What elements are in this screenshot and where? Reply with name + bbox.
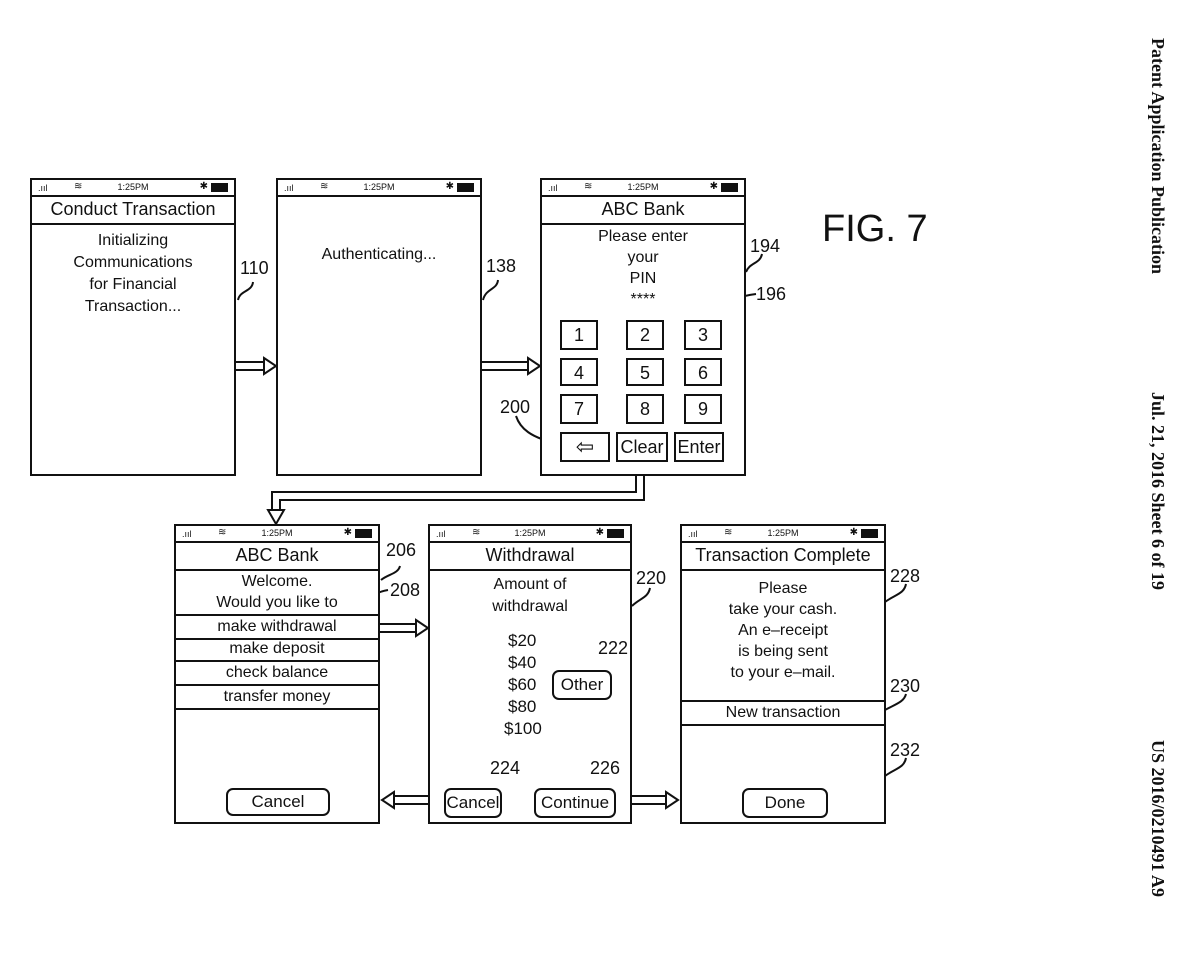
cancel-button[interactable]: Cancel [226,788,330,816]
battery-icon [721,183,738,192]
status-bar: .ııl ≋ 1:25PM ✱ [32,180,234,197]
completion-message: Please take your cash. An e–receipt is b… [728,580,838,681]
bluetooth-icon: ✱ [595,527,604,538]
clock-time: 1:25PM [363,182,395,192]
key-9[interactable]: 9 [684,394,722,424]
clock-time: 1:25PM [767,528,799,538]
battery-icon [211,183,228,192]
wifi-icon: ≋ [584,181,593,192]
screen-title: ABC Bank [542,195,744,225]
signal-icon: .ııl [38,183,48,193]
option-make-withdrawal[interactable]: make withdrawal [176,614,378,640]
battery-icon [607,529,624,538]
clock-time: 1:25PM [117,182,149,192]
screen-pin-entry: .ııl ≋ 1:25PM ✱ ABC Bank Please enter yo… [540,178,746,476]
arrow-206-to-220 [380,623,418,633]
ref-222: 222 [598,638,629,658]
status-bar: .ııl ≋ 1:25PM ✱ [682,526,884,543]
bluetooth-icon: ✱ [849,527,858,538]
ref-226: 226 [590,758,621,778]
option-make-deposit[interactable]: make deposit [176,638,378,662]
ref-228: 228 [890,566,921,586]
arrow-138-to-194 [482,361,530,371]
option-check-balance[interactable]: check balance [176,662,378,686]
key-7[interactable]: 7 [560,394,598,424]
welcome-text: Welcome. Would you like to [216,573,338,611]
status-bar: .ııl ≋ 1:25PM ✱ [542,180,744,197]
screen-withdrawal: .ııl ≋ 1:25PM ✱ Withdrawal Amount of wit… [428,524,632,824]
wifi-icon: ≋ [724,527,733,538]
screen-conduct-transaction: .ııl ≋ 1:25PM ✱ Conduct Transaction Init… [30,178,236,476]
key-3[interactable]: 3 [684,320,722,350]
new-transaction-option[interactable]: New transaction [682,700,884,726]
wifi-icon: ≋ [320,181,329,192]
ref-220: 220 [636,568,667,588]
figure-label: FIG. 7 [822,208,928,250]
clock-time: 1:25PM [627,182,659,192]
screen-authenticating: .ııl ≋ 1:25PM ✱ Authenticating... [276,178,482,476]
amount-100[interactable]: $100 [504,719,542,738]
key-5[interactable]: 5 [626,358,664,386]
done-button[interactable]: Done [742,788,828,818]
status-bar: .ııl ≋ 1:25PM ✱ [278,180,480,197]
clock-time: 1:25PM [514,528,546,538]
option-transfer-money[interactable]: transfer money [176,686,378,710]
ref-196: 196 [756,284,787,304]
screen-title: Transaction Complete [682,541,884,571]
screen-title: ABC Bank [176,541,378,571]
pin-prompt: Please enter your PIN **** [598,228,688,308]
ref-224: 224 [490,758,521,778]
ref-138: 138 [486,256,517,276]
signal-icon: .ııl [436,529,446,539]
screen-transaction-complete: .ııl ≋ 1:25PM ✱ Transaction Complete Ple… [680,524,886,824]
continue-button[interactable]: Continue [534,788,616,818]
enter-button[interactable]: Enter [674,432,724,462]
signal-icon: .ııl [284,183,294,193]
amount-prompt: Amount of withdrawal [492,576,568,615]
ref-110: 110 [240,258,269,278]
initializing-message: Initializing Communications for Financia… [73,232,193,315]
other-amount-button[interactable]: Other [552,670,612,700]
wifi-icon: ≋ [74,181,83,192]
bluetooth-icon: ✱ [199,181,208,192]
arrow-110-to-138 [236,361,266,371]
key-6[interactable]: 6 [684,358,722,386]
status-bar: .ııl ≋ 1:25PM ✱ [176,526,378,543]
ref-208: 208 [390,580,421,600]
cancel-button[interactable]: Cancel [444,788,502,818]
amount-20[interactable]: $20 [508,631,537,650]
clear-button[interactable]: Clear [616,432,668,462]
wifi-icon: ≋ [218,527,227,538]
screen-title: Conduct Transaction [32,195,234,225]
arrow-194-to-206 [271,475,645,512]
ref-206: 206 [386,540,417,560]
screen-menu: .ııl ≋ 1:25PM ✱ ABC Bank Welcome. Would … [174,524,380,824]
battery-icon [861,529,878,538]
bluetooth-icon: ✱ [709,181,718,192]
battery-icon [457,183,474,192]
ref-230: 230 [890,676,921,696]
status-bar: .ııl ≋ 1:25PM ✱ [430,526,630,543]
key-1[interactable]: 1 [560,320,598,350]
signal-icon: .ııl [688,529,698,539]
ref-200: 200 [500,397,531,417]
ref-194: 194 [750,236,781,256]
battery-icon [355,529,372,538]
amount-40[interactable]: $40 [508,653,537,672]
clock-time: 1:25PM [261,528,293,538]
wifi-icon: ≋ [472,527,481,538]
authenticating-message: Authenticating... [321,246,437,263]
signal-icon: .ııl [548,183,558,193]
key-8[interactable]: 8 [626,394,664,424]
signal-icon: .ııl [182,529,192,539]
key-4[interactable]: 4 [560,358,598,386]
key-2[interactable]: 2 [626,320,664,350]
backspace-key-icon[interactable]: ⇦ [560,432,610,462]
bluetooth-icon: ✱ [445,181,454,192]
bluetooth-icon: ✱ [343,527,352,538]
amount-60[interactable]: $60 [508,675,537,694]
amount-80[interactable]: $80 [508,697,537,716]
screen-title: Withdrawal [430,541,630,571]
ref-232: 232 [890,740,921,760]
